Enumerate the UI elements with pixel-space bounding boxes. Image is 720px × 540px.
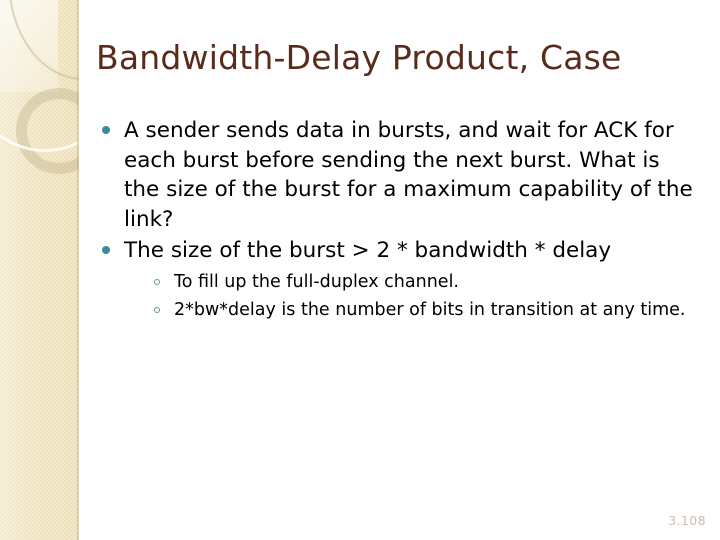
decorative-sidebar <box>0 0 79 540</box>
list-item: To fill up the full-duplex channel. <box>148 270 698 295</box>
hollow-circle-bullet-icon <box>154 306 160 313</box>
list-item: The size of the burst > 2 * bandwidth * … <box>98 236 698 323</box>
sub-bullet-text: To fill up the full-duplex channel. <box>174 271 459 292</box>
slide-title: Bandwidth-Delay Product, Case <box>96 38 622 77</box>
list-item: 2*bw*delay is the number of bits in tran… <box>148 298 698 323</box>
sub-bullet-text: 2*bw*delay is the number of bits in tran… <box>174 299 686 320</box>
sub-bullet-wrapper: To fill up the full-duplex channel. 2*bw… <box>124 270 698 323</box>
filled-circle-bullet-icon <box>102 246 110 254</box>
bullet-text: A sender sends data in bursts, and wait … <box>124 118 693 232</box>
light-arc-shape <box>0 0 79 152</box>
bullet-text: The size of the burst > 2 * bandwidth * … <box>124 238 612 263</box>
hollow-circle-bullet-icon <box>154 278 160 285</box>
bullet-list-level2: To fill up the full-duplex channel. 2*bw… <box>148 270 698 323</box>
bullet-list-level1: A sender sends data in bursts, and wait … <box>98 116 698 323</box>
slide-body: A sender sends data in bursts, and wait … <box>98 116 698 326</box>
filled-circle-bullet-icon <box>102 126 110 134</box>
sidebar-edge-divider <box>77 0 79 540</box>
page-number: 3.108 <box>668 513 706 528</box>
list-item: A sender sends data in bursts, and wait … <box>98 116 698 234</box>
